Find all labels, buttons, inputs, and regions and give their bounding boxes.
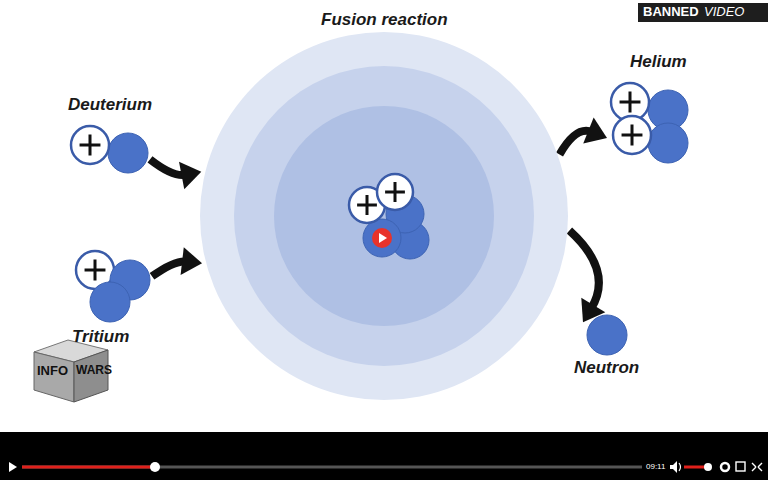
plus-sign: [622, 125, 643, 146]
fusion-circle: Fusion reaction: [195, 8, 573, 400]
play-button: [372, 228, 392, 248]
play-triangle: [379, 233, 387, 243]
inner-ring: [274, 106, 494, 326]
progress-track: [22, 466, 642, 469]
arrow-head: [179, 162, 201, 190]
reaction-arrow: [152, 247, 202, 276]
player-bar: [0, 432, 768, 480]
logo-text: INFO: [37, 363, 68, 378]
neutron-ball: [587, 315, 627, 355]
particle-drawing: [195, 8, 573, 400]
logo-text: WARS: [76, 363, 112, 377]
neutron-ball: [648, 123, 688, 163]
tritium-atom: Tritium: [65, 245, 165, 348]
arrow-head: [583, 117, 607, 143]
watermark-text: VIDEO: [704, 4, 744, 19]
neutron-particle: Neutron: [570, 310, 660, 380]
plus-sign: [385, 182, 405, 202]
volume-icon: [670, 461, 681, 473]
settings-icon: [721, 463, 729, 471]
reaction-arrow: [569, 230, 605, 322]
node-label: Deuterium: [68, 95, 152, 115]
node-label: Fusion reaction: [321, 10, 448, 30]
volume-thumb: [704, 463, 712, 471]
progress-fill: [22, 466, 155, 469]
reaction-arrow: [560, 117, 607, 154]
neutron-ball: [363, 219, 401, 257]
plus-sign: [85, 260, 106, 281]
deuterium-atom: Deuterium: [62, 95, 162, 180]
node-label: Neutron: [574, 358, 639, 378]
share-icon: [736, 462, 745, 471]
watermark-text: BANNED: [643, 4, 699, 19]
play-icon: [9, 462, 17, 472]
progress-thumb: [150, 462, 160, 472]
neutron-ball: [90, 282, 130, 322]
node-label: Helium: [630, 52, 687, 72]
outer-ring: [200, 32, 568, 400]
proton-ball: [613, 116, 651, 154]
video-time: 09:11: [646, 462, 665, 472]
plus-sign: [357, 195, 377, 215]
reaction-arrow: [150, 159, 201, 189]
arrow-head: [181, 247, 202, 275]
plus-sign: [620, 92, 641, 113]
watermark-bar: [638, 3, 768, 22]
proton-ball: [71, 126, 109, 164]
node-label: Tritium: [72, 327, 129, 347]
plus-sign: [80, 135, 101, 156]
helium-atom: Helium: [605, 50, 695, 165]
neutron-ball: [108, 133, 148, 173]
middle-ring: [234, 66, 534, 366]
fullscreen-icon: [752, 463, 762, 471]
proton-ball: [377, 174, 413, 210]
arrow-shaft: [569, 230, 598, 308]
